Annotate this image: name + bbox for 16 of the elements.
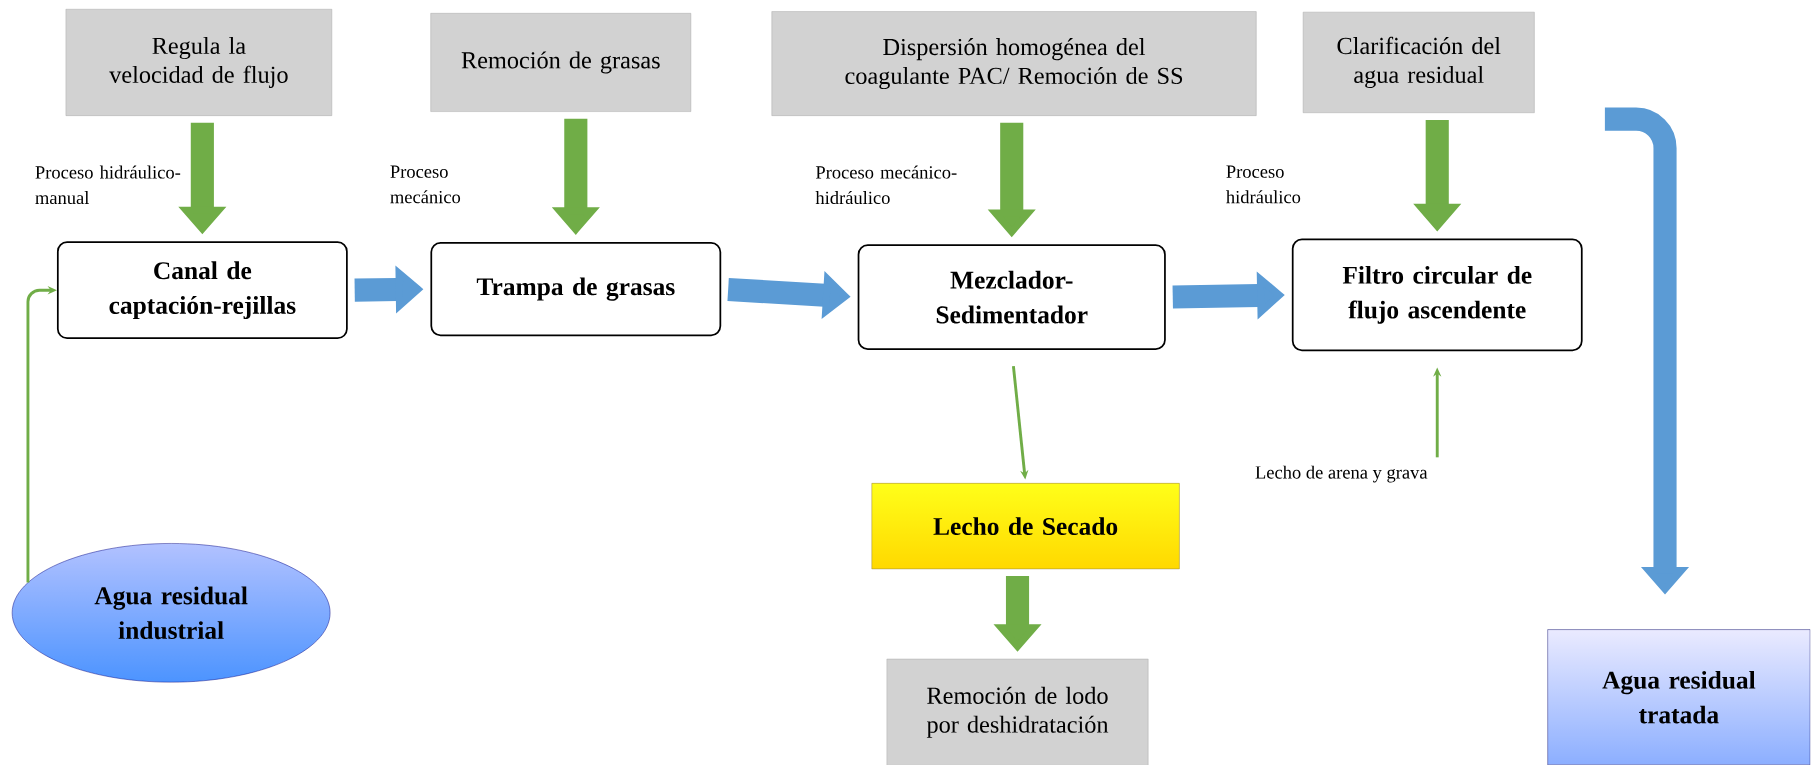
info-box: Remoción de lodo por deshidratación <box>886 658 1149 765</box>
process-type-text: Proceso mecánico <box>390 165 461 204</box>
note-text: Lecho de arena y grava <box>1255 465 1428 483</box>
process-box: Canal de captación-rejillas <box>56 241 348 339</box>
output-box: Agua residual tratada <box>1547 629 1811 765</box>
process-type-text: Proceso hidráulico-manual <box>35 165 181 204</box>
process-type-text: Proceso hidráulico <box>1226 165 1301 204</box>
process-box: Filtro circular de flujo ascendente <box>1291 238 1583 351</box>
info-box: Clarificación del agua residual <box>1302 11 1535 113</box>
drying-bed-box: Lecho de Secado <box>871 482 1180 569</box>
process-box: Mezclador-Sedimentador <box>857 244 1166 350</box>
process-type-text: Proceso mecánico-hidráulico <box>815 165 957 204</box>
info-box: Remoción de grasas <box>430 12 692 112</box>
info-box: Dispersión homogénea del coagulante PAC/ Remoción de SS <box>771 11 1257 116</box>
info-box: Regula la velocidad de flujo <box>65 8 333 116</box>
process-box: Trampa de grasas <box>430 241 722 336</box>
